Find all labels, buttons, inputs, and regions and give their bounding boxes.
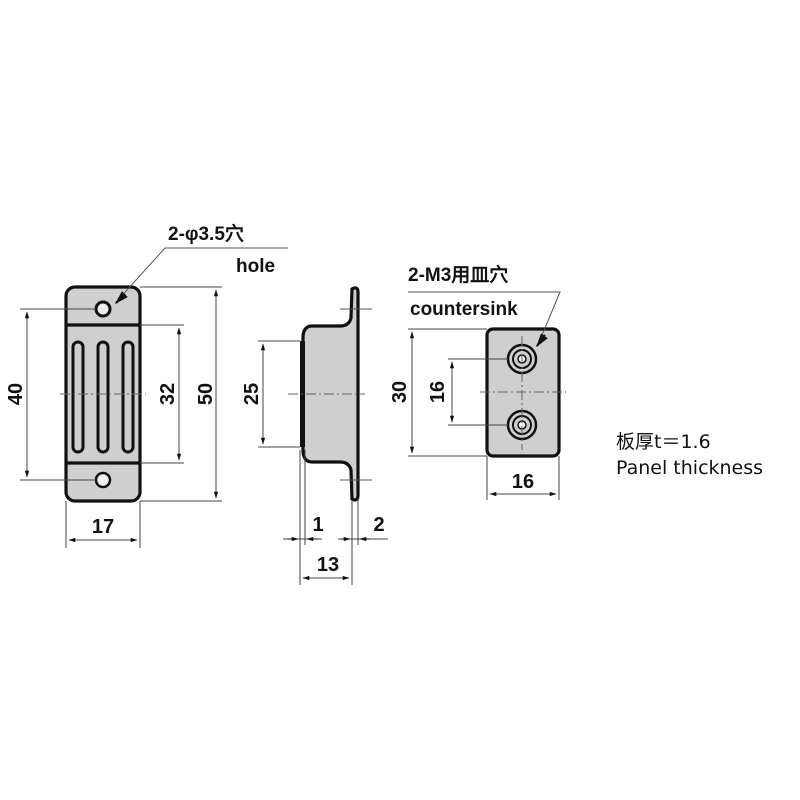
dim-2: 2 <box>373 514 384 536</box>
countersink-callout-en: countersink <box>410 299 518 320</box>
dim-17: 17 <box>92 516 114 538</box>
slot <box>121 340 135 454</box>
mounting-hole <box>94 300 112 318</box>
dim-25: 25 <box>241 383 263 405</box>
side-view: 25 1 2 13 <box>241 286 388 585</box>
dim-32: 32 <box>157 383 179 405</box>
slot <box>71 340 85 454</box>
dim-16-horizontal: 16 <box>512 471 534 493</box>
dim-30: 30 <box>389 381 411 403</box>
dim-40: 40 <box>5 383 27 405</box>
mounting-hole <box>94 471 112 489</box>
plate-view: 2-M3用皿穴 countersink 30 16 16 <box>389 263 566 500</box>
hole-callout: 2-φ3.5穴 <box>168 222 244 245</box>
slot <box>96 340 110 454</box>
dim-1: 1 <box>312 514 323 536</box>
panel-thickness-note: 板厚t＝1.6 Panel thickness <box>616 431 763 479</box>
dim-50: 50 <box>195 383 217 405</box>
dim-13: 13 <box>317 554 339 576</box>
note-line-1: 板厚t＝1.6 <box>616 431 711 453</box>
countersink-callout: 2-M3用皿穴 <box>408 263 508 286</box>
note-line-2: Panel thickness <box>616 457 763 479</box>
dim-16-vertical: 16 <box>427 381 449 403</box>
front-view: 2-φ3.5穴 hole 40 32 50 17 <box>5 222 288 548</box>
hole-callout-en: hole <box>236 256 275 277</box>
